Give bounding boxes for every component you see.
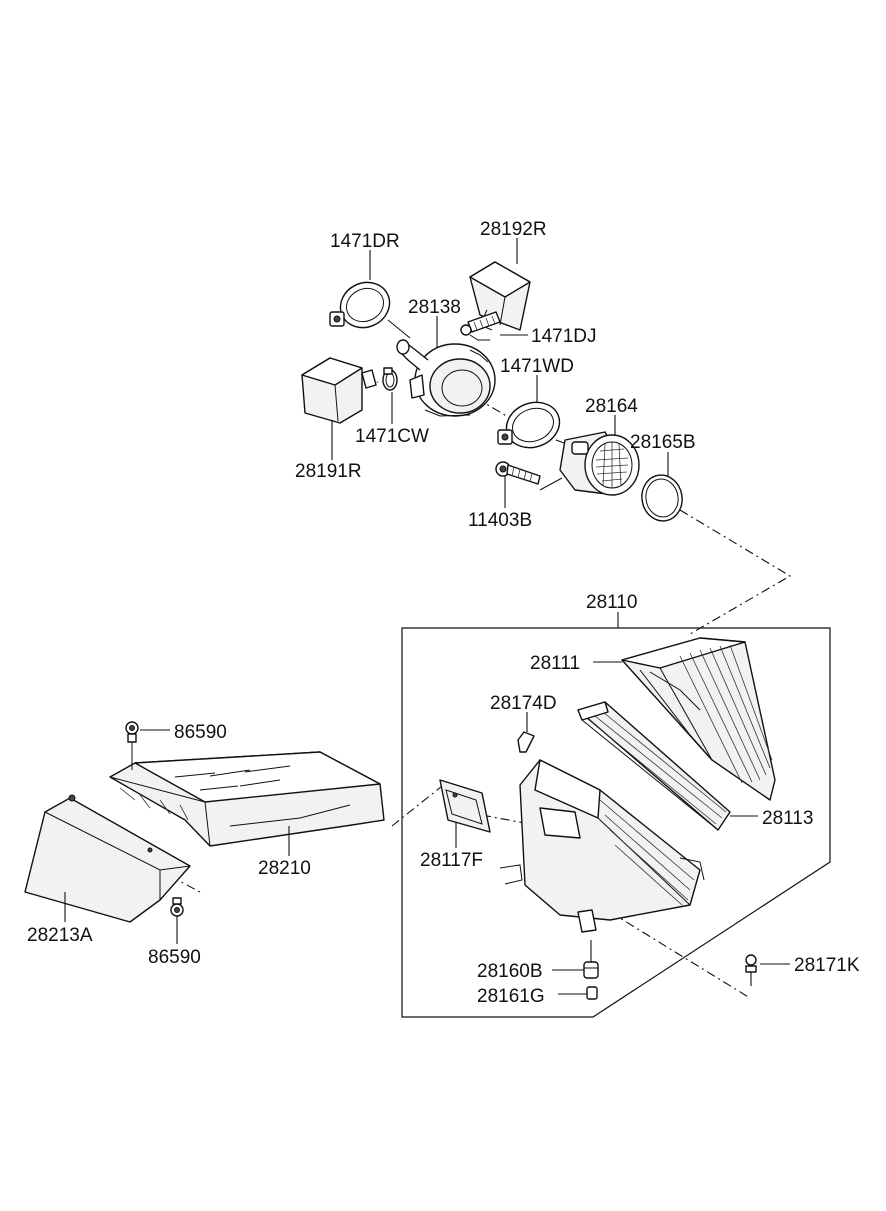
hose-clamp-1471DR <box>329 281 411 339</box>
hose-clamp-1471DJ <box>460 311 501 341</box>
fastener-86590-bottom <box>170 897 184 917</box>
air-duct-cover-28213A <box>24 794 191 923</box>
air-duct-28210 <box>109 751 385 847</box>
dash-housing-bolt <box>609 911 751 999</box>
label-28191R: 28191R <box>295 461 362 482</box>
label-11403B: 11403B <box>468 510 532 531</box>
filter-element-28113 <box>577 701 731 831</box>
fastener-86590-top <box>125 721 139 770</box>
label-28138: 28138 <box>408 297 461 318</box>
assembly-box-outline <box>401 627 831 1018</box>
label-1471CW: 1471CW <box>355 426 429 447</box>
label-28192R: 28192R <box>480 219 547 240</box>
label-1471DJ: 1471DJ <box>531 326 597 347</box>
label-86590-top: 86590 <box>174 722 227 743</box>
label-28111: 28111 <box>530 653 580 674</box>
air-cleaner-cover-28111 <box>621 637 776 801</box>
label-28171K: 28171K <box>794 955 860 976</box>
label-28164: 28164 <box>585 396 638 417</box>
label-28161G: 28161G <box>477 986 545 1007</box>
hose-clamp-1471WD <box>497 401 561 449</box>
label-28210: 28210 <box>258 858 311 879</box>
bolt-11403B <box>495 461 541 485</box>
label-28160B: 28160B <box>477 961 543 982</box>
label-28165B: 28165B <box>630 432 696 453</box>
label-28174D: 28174D <box>490 693 557 714</box>
label-28117F: 28117F <box>420 850 483 871</box>
bushing-28160B <box>583 940 599 979</box>
filter-mat-28117F <box>439 779 491 833</box>
label-28110: 28110 <box>586 592 637 613</box>
label-28113: 28113 <box>762 808 813 829</box>
resonator-28192R <box>469 261 531 331</box>
label-86590-bottom: 86590 <box>148 947 201 968</box>
hose-clamp-1471CW <box>382 367 398 391</box>
clip-28174D <box>517 731 535 753</box>
gasket-28165B <box>641 474 683 522</box>
air-flow-sensor-28164 <box>539 431 640 496</box>
label-1471DR: 1471DR <box>330 231 400 252</box>
dash-28165B-to-housing <box>679 509 792 635</box>
label-1471WD: 1471WD <box>500 356 574 377</box>
label-28213A: 28213A <box>27 925 93 946</box>
air-cleaner-housing <box>499 759 705 933</box>
throttle-intake-28138 <box>396 339 496 417</box>
resonator-28191R <box>301 357 377 424</box>
collar-28161G <box>586 986 598 1000</box>
dash-filter-to-duct <box>391 785 443 827</box>
bolt-28171K <box>745 954 757 986</box>
